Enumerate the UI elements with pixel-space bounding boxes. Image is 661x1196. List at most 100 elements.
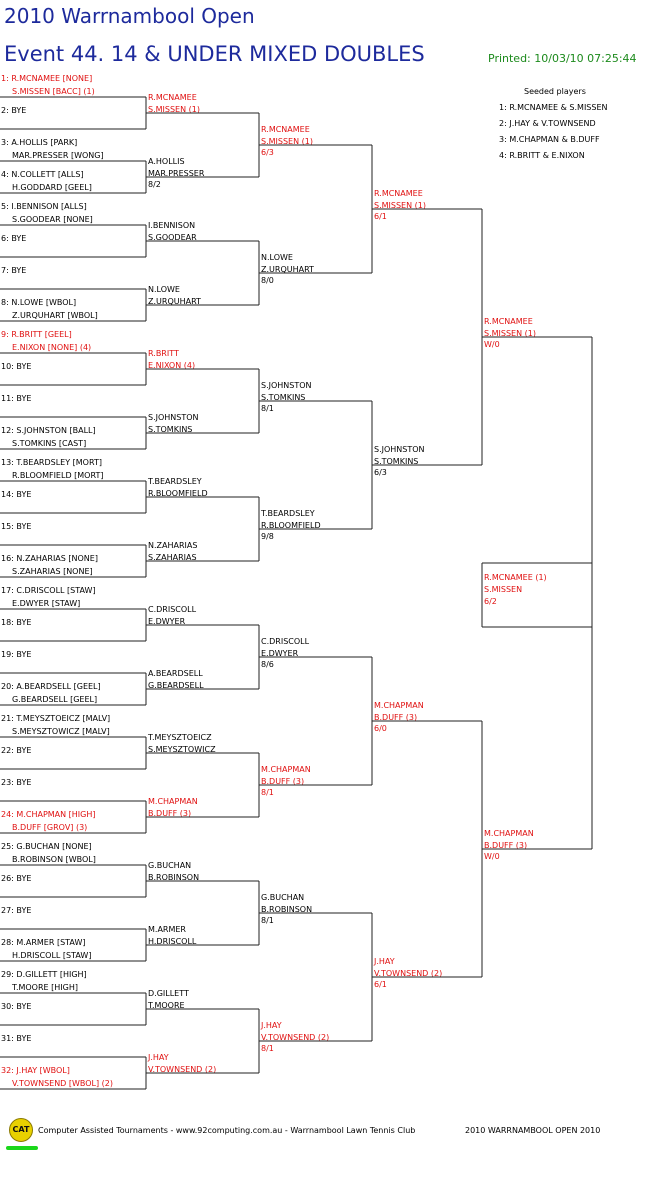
round2-player-2: S.MEYSZTOWICZ: [148, 745, 216, 754]
entry-player-1: 10: BYE: [1, 362, 31, 371]
entry-player-2: S.MISSEN [BACC] (1): [12, 87, 95, 96]
round2-player-1: R.MCNAMEE: [148, 93, 197, 102]
entry-player-1: 8: N.LOWE [WBOL]: [1, 298, 76, 307]
entry-player-2: MAR.PRESSER [WONG]: [12, 151, 104, 160]
round2-player-1: C.DRISCOLL: [148, 605, 197, 614]
seeded-players-heading: Seeded players: [524, 87, 586, 96]
round3-score: 8/1: [261, 788, 274, 797]
event-title: Event 44. 14 & UNDER MIXED DOUBLES: [4, 42, 425, 66]
seed-entry: 2: J.HAY & V.TOWNSEND: [499, 119, 596, 128]
round5-score: W/0: [484, 340, 500, 349]
entry-player-2: T.MOORE [HIGH]: [11, 983, 78, 992]
round2-player-1: T.BEARDSLEY: [147, 477, 202, 486]
round3-score: 8/6: [261, 660, 274, 669]
entry-player-2: R.BLOOMFIELD [MORT]: [12, 471, 103, 480]
round5-player-2: B.DUFF (3): [484, 841, 527, 850]
entry-player-1: 13: T.BEARDSLEY [MORT]: [1, 458, 102, 467]
round2-player-1: N.LOWE: [148, 285, 180, 294]
entry-player-1: 15: BYE: [1, 522, 31, 531]
entry-player-1: 31: BYE: [1, 1034, 31, 1043]
round2-player-1: A.BEARDSELL: [148, 669, 203, 678]
entry-player-1: 17: C.DRISCOLL [STAW]: [1, 586, 96, 595]
round3-player-2: B.ROBINSON: [261, 905, 312, 914]
printed-timestamp: Printed: 10/03/10 07:25:44: [488, 52, 637, 65]
round3-player-2: R.BLOOMFIELD: [261, 521, 321, 530]
entry-player-1: 23: BYE: [1, 778, 31, 787]
round4-player-2: S.TOMKINS: [374, 457, 418, 466]
seed-entry: 3: M.CHAPMAN & B.DUFF: [499, 135, 600, 144]
round2-player-2: T.MOORE: [147, 1001, 185, 1010]
footer-credits: Computer Assisted Tournaments - www.92co…: [38, 1126, 416, 1135]
entry-player-1: 32: J.HAY [WBOL]: [1, 1066, 70, 1075]
round2-score: 8/2: [148, 180, 161, 189]
entry-player-1: 9: R.BRITT [GEEL]: [1, 330, 72, 339]
entry-player-2: S.GOODEAR [NONE]: [12, 215, 93, 224]
round3-player-2: S.TOMKINS: [261, 393, 305, 402]
round2-player-2: S.TOMKINS: [148, 425, 192, 434]
round3-player-1: S.JOHNSTON: [261, 381, 312, 390]
entry-player-1: 25: G.BUCHAN [NONE]: [1, 842, 92, 851]
entry-player-1: 22: BYE: [1, 746, 31, 755]
final-score: 6/2: [484, 597, 497, 606]
footer-event-name: 2010 WARRNAMBOOL OPEN 2010: [465, 1126, 601, 1135]
entry-player-2: E.DWYER [STAW]: [12, 599, 80, 608]
round2-player-2: B.ROBINSON: [148, 873, 199, 882]
round4-player-2: S.MISSEN (1): [374, 201, 426, 210]
cat-logo: CAT: [9, 1118, 33, 1142]
entry-player-1: 19: BYE: [1, 650, 31, 659]
round4-score: 6/1: [374, 212, 387, 221]
round2-player-1: N.ZAHARIAS: [148, 541, 197, 550]
entry-player-1: 28: M.ARMER [STAW]: [1, 938, 85, 947]
round3-player-1: C.DRISCOLL: [261, 637, 310, 646]
round2-player-1: G.BUCHAN: [148, 861, 191, 870]
round2-player-2: H.DRISCOLL: [148, 937, 197, 946]
entry-player-1: 4: N.COLLETT [ALLS]: [1, 170, 84, 179]
round4-score: 6/0: [374, 724, 387, 733]
round3-player-2: E.DWYER: [261, 649, 299, 658]
round2-player-2: S.GOODEAR: [148, 233, 197, 242]
round2-player-2: B.DUFF (3): [148, 809, 191, 818]
entry-player-2: S.ZAHARIAS [NONE]: [12, 567, 93, 576]
round2-player-2: E.NIXON (4): [148, 361, 195, 370]
round2-player-1: M.CHAPMAN: [148, 797, 198, 806]
round2-player-1: T.MEYSZTOEICZ: [147, 733, 212, 742]
entry-player-2: S.MEYSZTOWICZ [MALV]: [12, 727, 110, 736]
entry-player-1: 21: T.MEYSZTOEICZ [MALV]: [1, 714, 110, 723]
final-player-2: S.MISSEN: [484, 585, 522, 594]
round3-player-1: T.BEARDSLEY: [260, 509, 315, 518]
round4-player-2: V.TOWNSEND (2): [374, 969, 442, 978]
round4-player-1: M.CHAPMAN: [374, 701, 424, 710]
round4-score: 6/1: [374, 980, 387, 989]
round2-player-2: R.BLOOMFIELD: [148, 489, 208, 498]
final-player-1: R.MCNAMEE (1): [484, 573, 547, 582]
entry-player-1: 5: I.BENNISON [ALLS]: [1, 202, 87, 211]
round2-player-1: A.HOLLIS: [148, 157, 185, 166]
entry-player-2: H.GODDARD [GEEL]: [12, 183, 92, 192]
entry-player-1: 7: BYE: [1, 266, 26, 275]
entry-player-1: 1: R.MCNAMEE [NONE]: [1, 74, 92, 83]
entry-player-1: 6: BYE: [1, 234, 26, 243]
round4-player-2: B.DUFF (3): [374, 713, 417, 722]
entry-player-1: 18: BYE: [1, 618, 31, 627]
round3-player-2: V.TOWNSEND (2): [261, 1033, 329, 1042]
round2-player-2: S.MISSEN (1): [148, 105, 200, 114]
round3-player-1: G.BUCHAN: [261, 893, 304, 902]
entry-player-1: 11: BYE: [1, 394, 31, 403]
entry-player-2: B.DUFF [GROV] (3): [12, 823, 87, 832]
round2-player-2: Z.URQUHART: [148, 297, 201, 306]
seed-entry: 4: R.BRITT & E.NIXON: [499, 151, 585, 160]
entry-player-2: Z.URQUHART [WBOL]: [12, 311, 98, 320]
seed-entry: 1: R.MCNAMEE & S.MISSEN: [499, 103, 608, 112]
round4-player-1: S.JOHNSTON: [374, 445, 425, 454]
round2-player-1: S.JOHNSTON: [148, 413, 199, 422]
entry-player-1: 3: A.HOLLIS [PARK]: [1, 138, 77, 147]
round3-player-1: M.CHAPMAN: [261, 765, 311, 774]
entry-player-1: 2: BYE: [1, 106, 26, 115]
round5-score: W/0: [484, 852, 500, 861]
round2-player-1: M.ARMER: [148, 925, 186, 934]
round5-player-1: R.MCNAMEE: [484, 317, 533, 326]
round4-player-1: J.HAY: [373, 957, 395, 966]
entry-player-1: 26: BYE: [1, 874, 31, 883]
entry-player-2: S.TOMKINS [CAST]: [12, 439, 86, 448]
